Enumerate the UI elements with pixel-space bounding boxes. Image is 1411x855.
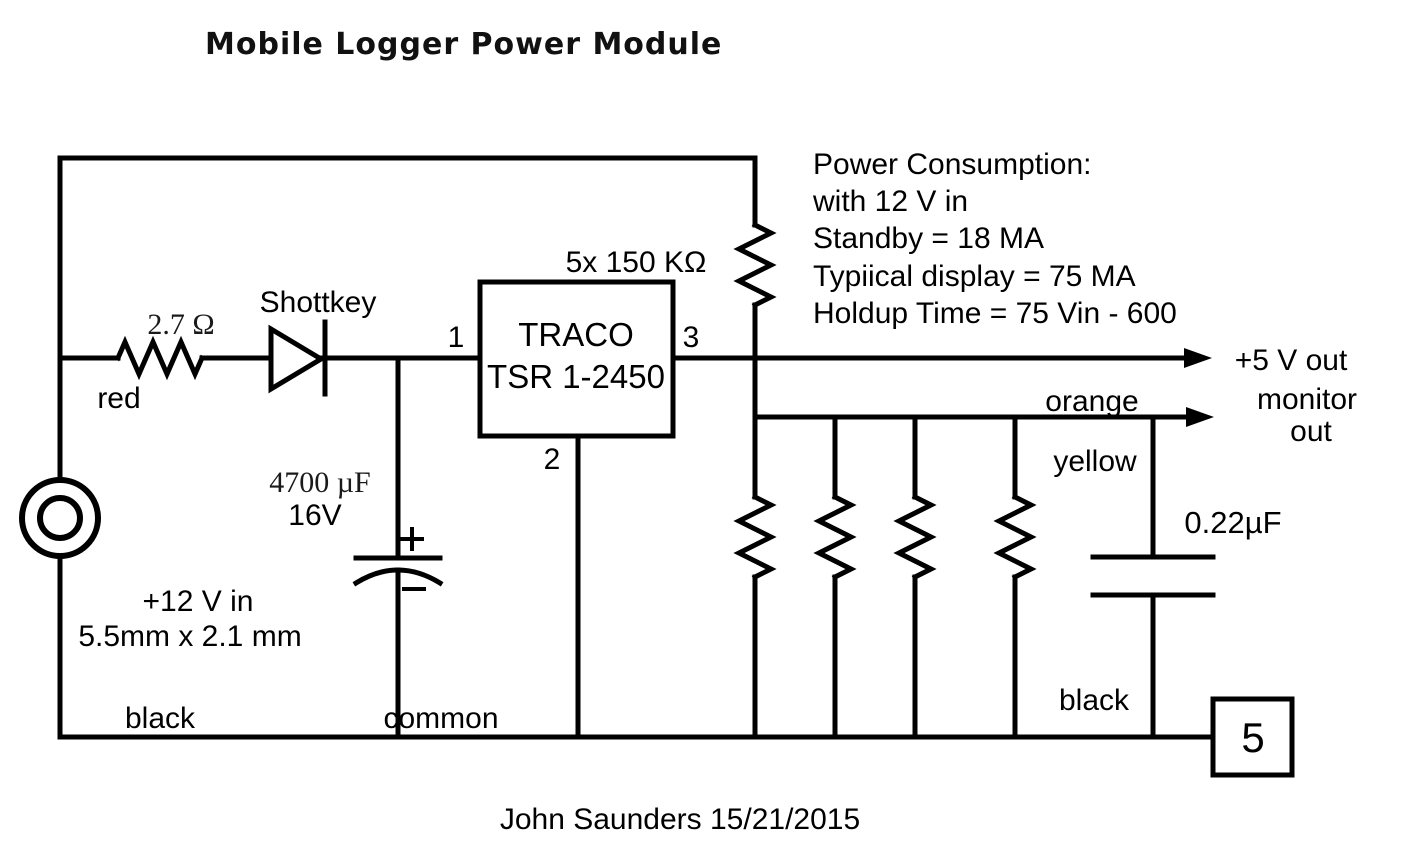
bulkcap-value: 4700 µF: [269, 466, 370, 499]
output-pin-number: 5: [1241, 714, 1264, 761]
wire-bottom-rail: [57, 553, 1216, 740]
bulkcap-voltage: 16V: [288, 499, 341, 532]
bank-resistor-4: [893, 493, 937, 581]
output-label-monitor: monitor: [1257, 383, 1357, 416]
bank-resistor-1: [733, 221, 777, 309]
wire-top-rail: [57, 155, 758, 484]
regulator-pin2-label: 2: [544, 443, 561, 476]
power-note-line-4: Typiical display = 75 MA: [813, 260, 1136, 293]
plus-sign: [400, 527, 424, 551]
bank-resistor-3: [813, 493, 857, 581]
diode-label: Shottkey: [260, 286, 377, 319]
bulk-capacitor-symbol: [352, 527, 444, 591]
author-date-caption: John Saunders 15/21/2015: [500, 803, 860, 836]
input-resistor-symbol: [114, 335, 206, 381]
regulator-brand: TRACO: [518, 316, 634, 353]
power-note-line-3: Standby = 18 MA: [813, 222, 1044, 255]
wire-label-orange: orange: [1045, 385, 1138, 418]
5v-out-arrowhead: [1184, 348, 1212, 368]
input-resistor-value: 2.7 Ω: [147, 308, 214, 341]
resistor-bank-label: 5x 150 KΩ: [566, 246, 707, 279]
outcap-value: 0.22µF: [1184, 505, 1281, 540]
power-note-line-5: Holdup Time = 75 Vin - 600: [813, 297, 1177, 330]
jack-inner-ring: [37, 495, 83, 541]
output-label-5v: +5 V out: [1235, 344, 1348, 377]
regulator-model: TSR 1-2450: [487, 358, 665, 395]
power-note-line-2: with 12 V in: [812, 185, 968, 218]
input-jack-label-1: +12 V in: [143, 585, 254, 618]
power-note-line-1: Power Consumption:: [813, 148, 1091, 181]
input-jack-label-2: 5.5mm x 2.1 mm: [78, 620, 301, 653]
diode-anode-triangle: [268, 324, 326, 394]
diode-symbol: [268, 319, 328, 397]
output-label-out: out: [1290, 415, 1332, 448]
bank-resistor-2: [733, 493, 777, 581]
wire-label-black-right: black: [1059, 684, 1130, 717]
wires: [57, 155, 1216, 740]
bank-resistor-5: [993, 493, 1037, 581]
wire-label-red: red: [97, 382, 140, 415]
regulator-pin3-label: 3: [683, 321, 700, 354]
bulkcap-plate-negative: [352, 567, 444, 587]
diagram-title: Mobile Logger Power Module: [205, 27, 722, 62]
barrel-jack-symbol: [19, 477, 101, 559]
regulator-box: [477, 279, 676, 439]
regulator-pin1-label: 1: [448, 321, 465, 354]
monitor-out-arrowhead: [1186, 407, 1214, 427]
wire-label-common: common: [383, 702, 498, 735]
output-pin-box: [1210, 696, 1295, 778]
wire-label-black-left: black: [125, 702, 196, 735]
output-capacitor-symbol: [1090, 554, 1216, 598]
wire-label-yellow: yellow: [1053, 445, 1137, 478]
resistor-bank-symbols: [733, 221, 1037, 581]
